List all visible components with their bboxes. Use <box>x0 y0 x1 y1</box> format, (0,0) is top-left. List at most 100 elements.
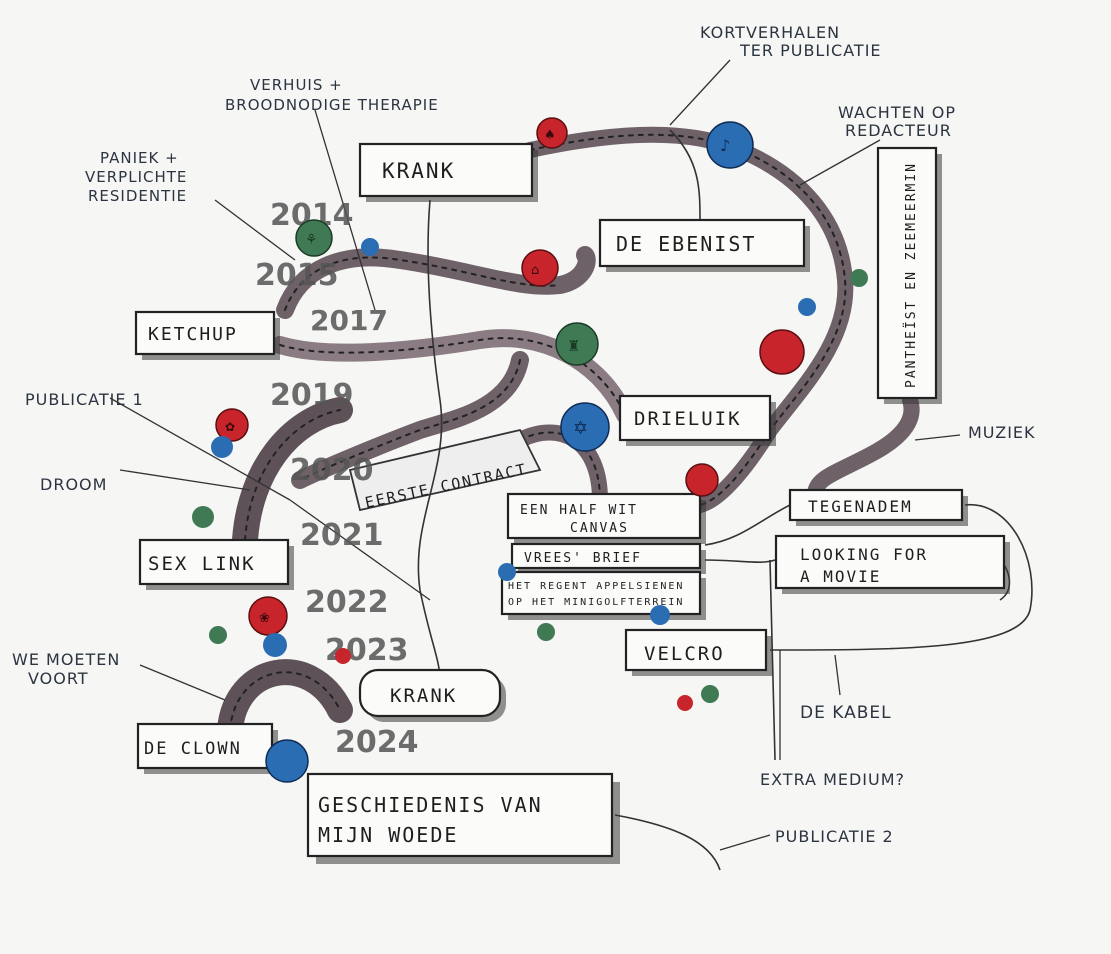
dot-green-icon <box>209 626 227 644</box>
box-looking-for-a-movie[interactable]: LOOKING FOR A MOVIE <box>774 534 1010 594</box>
box-geschiedenis-label-2: MIJN WOEDE <box>318 823 458 847</box>
box-geschiedenis-label-1: GESCHIEDENIS VAN <box>318 793 543 817</box>
leader-lines <box>109 59 961 851</box>
dot-blue-icon: ✡ <box>560 402 610 452</box>
note-wachten-2: REDACTEUR <box>845 121 952 140</box>
box-krank-top-label: KRANK <box>382 159 455 183</box>
box-het-regent-label-2: OP HET MINIGOLFTERREIN <box>508 597 684 608</box>
box-vrees-brief[interactable]: VREES' BRIEF <box>510 542 706 574</box>
note-kortverhalen-2: TER PUBLICATIE <box>739 41 882 60</box>
years: 2014 2015 2017 2019 2020 2021 2022 2023 … <box>255 198 419 760</box>
note-kortverhalen-1: KORTVERHALEN <box>700 23 840 42</box>
dot-green-icon <box>192 506 214 528</box>
note-muziek: MUZIEK <box>968 423 1036 442</box>
note-paniek-3: RESIDENTIE <box>88 187 187 205</box>
svg-text:❀: ❀ <box>259 611 270 626</box>
dot-red-icon <box>677 695 693 711</box>
box-looking-label-1: LOOKING FOR <box>800 545 928 564</box>
dot-blue-icon <box>798 298 816 316</box>
box-ketchup-label: KETCHUP <box>148 324 238 345</box>
box-krank-bottom-label: KRANK <box>390 685 457 707</box>
year-2020: 2020 <box>290 453 374 488</box>
svg-text:⚘: ⚘ <box>305 232 318 248</box>
boxes: KRANK DE EBENIST KETCHUP DRIELUIK SEX LI… <box>134 142 1010 864</box>
note-verhuis-1: VERHUIS + <box>250 76 343 94</box>
note-paniek-2: VERPLICHTE <box>85 168 187 186</box>
box-drieluik[interactable]: DRIELUIK <box>618 394 776 446</box>
box-tegenadem[interactable]: TEGENADEM <box>788 488 968 526</box>
year-2024: 2024 <box>335 725 419 760</box>
box-het-regent[interactable]: HET REGENT APPELSIENEN OP HET MINIGOLFTE… <box>500 570 706 620</box>
box-ketchup[interactable]: KETCHUP <box>134 310 280 360</box>
note-verhuis-2: BROODNODIGE THERAPIE <box>225 96 439 114</box>
dot-blue-icon <box>498 563 516 581</box>
svg-text:✡: ✡ <box>573 418 588 439</box>
dot-green-icon: ⚘ <box>295 219 333 257</box>
box-de-ebenist[interactable]: DE EBENIST <box>598 218 810 272</box>
box-het-regent-label-1: HET REGENT APPELSIENEN <box>508 581 684 592</box>
dot-red-icon <box>759 329 805 375</box>
dot-red-icon: ⌂ <box>521 249 559 287</box>
box-canvas-label-1: EEN HALF WIT <box>520 503 638 518</box>
box-geschiedenis[interactable]: GESCHIEDENIS VAN MIJN WOEDE <box>306 772 620 864</box>
dots: ♠ ♪ ⚘ ⌂ ♜ ✡ ✿ ❀ <box>192 117 868 783</box>
ribbons <box>217 126 920 743</box>
note-we-moeten-1: WE MOETEN <box>12 650 120 669</box>
box-sex-link[interactable]: SEX LINK <box>138 538 294 590</box>
svg-text:♪: ♪ <box>720 136 730 155</box>
note-wachten-1: WACHTEN OP <box>838 103 956 122</box>
box-canvas-label-2: CANVAS <box>570 521 629 536</box>
year-2017: 2017 <box>310 304 388 337</box>
year-2022: 2022 <box>305 585 389 620</box>
dot-green-icon <box>850 269 868 287</box>
note-extra-medium: EXTRA MEDIUM? <box>760 770 905 789</box>
dot-red-icon: ❀ <box>248 596 288 636</box>
box-de-ebenist-label: DE EBENIST <box>616 232 756 256</box>
svg-text:✿: ✿ <box>225 420 235 434</box>
box-sex-link-label: SEX LINK <box>148 553 256 575</box>
box-vrees-brief-label: VREES' BRIEF <box>524 551 642 566</box>
dot-blue-icon <box>263 633 287 657</box>
annotations: KORTVERHALEN TER PUBLICATIE VERHUIS + BR… <box>12 23 1036 846</box>
year-2021: 2021 <box>300 518 384 553</box>
note-paniek-1: PANIEK + <box>100 149 179 167</box>
note-droom: DROOM <box>40 475 107 494</box>
svg-text:⌂: ⌂ <box>531 263 539 278</box>
ribbon-muziek <box>807 392 920 503</box>
note-publicatie-1: PUBLICATIE 1 <box>25 390 144 409</box>
year-2019: 2019 <box>270 378 354 413</box>
box-velcro[interactable]: VELCRO <box>624 628 772 676</box>
dot-blue-icon <box>361 238 379 256</box>
svg-text:♠: ♠ <box>544 128 556 143</box>
note-we-moeten-2: VOORT <box>28 669 89 688</box>
dot-blue-icon <box>211 436 233 458</box>
ribbon-clown <box>217 659 353 743</box>
dot-green-icon: ♜ <box>555 322 599 366</box>
note-de-kabel: DE KABEL <box>800 703 892 723</box>
dot-green-icon <box>537 623 555 641</box>
box-velcro-label: VELCRO <box>644 643 725 665</box>
box-een-half-wit-canvas[interactable]: EEN HALF WIT CANVAS <box>506 492 706 544</box>
box-krank-top[interactable]: KRANK <box>358 142 538 202</box>
note-publicatie-2: PUBLICATIE 2 <box>775 827 894 846</box>
box-tegenadem-label: TEGENADEM <box>808 497 913 516</box>
box-pantheist[interactable]: PANTHEÏST EN ZEEMEERMIN <box>876 146 942 404</box>
dot-red-icon: ♠ <box>536 117 568 149</box>
dot-red-icon: ✿ <box>215 408 249 442</box>
dot-red-icon <box>335 648 351 664</box>
box-krank-bottom[interactable]: KRANK <box>358 668 506 722</box>
box-de-clown-label: DE CLOWN <box>144 739 242 759</box>
dot-green-icon <box>701 685 719 703</box>
year-2015: 2015 <box>255 258 339 293</box>
box-drieluik-label: DRIELUIK <box>634 408 742 430</box>
svg-text:♜: ♜ <box>567 337 580 355</box>
dot-blue-icon: ♪ <box>706 121 754 169</box>
box-looking-label-2: A MOVIE <box>800 567 881 586</box>
dot-blue-icon <box>650 605 670 625</box>
dot-red-icon <box>685 463 719 497</box>
dot-blue-icon <box>265 739 309 783</box>
box-pantheist-label: PANTHEÏST EN ZEEMEERMIN <box>903 162 919 388</box>
box-de-clown[interactable]: DE CLOWN <box>136 722 278 774</box>
